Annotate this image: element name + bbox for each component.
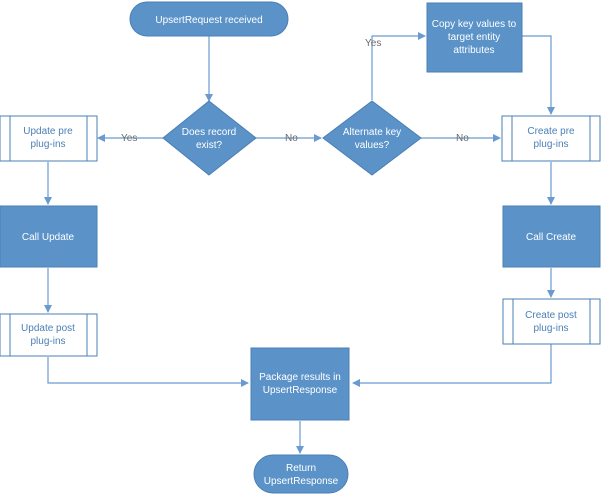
decision-alternate-key-line-1: Alternate key: [343, 127, 401, 138]
edge-copy-to-create-pre: [522, 35, 555, 115]
edge-labels: Yes No No Yes: [121, 38, 469, 144]
update-post-line-1: Update post: [21, 323, 75, 334]
edge-label-no-alternate: No: [285, 133, 298, 144]
end-line-1: Return: [286, 463, 316, 474]
start-node: UpsertRequest received: [129, 1, 289, 37]
copy-key-line-2: target entity: [448, 32, 500, 43]
edge-create-post-to-package: [352, 344, 552, 387]
start-node-label: UpsertRequest received: [155, 15, 262, 26]
decision-record-exists-line-1: Does record: [182, 127, 236, 138]
package-line-2: UpsertResponse: [263, 385, 338, 396]
decision-alternate-key-line-2: values?: [355, 140, 390, 151]
edges: [44, 32, 555, 454]
create-post-line-1: Create post: [525, 310, 577, 321]
call-update-node: Call Update: [0, 205, 98, 268]
update-post-plugins-node: Update post plug-ins: [0, 313, 98, 357]
create-pre-plugins-node: Create pre plug-ins: [501, 115, 601, 162]
call-create-label: Call Create: [526, 232, 576, 243]
decision-record-exists-line-2: exist?: [196, 140, 223, 151]
create-pre-line-1: Create pre: [527, 126, 575, 137]
edge-update-post-to-package: [47, 357, 249, 387]
package-results-node: Package results in UpsertResponse: [250, 347, 350, 421]
call-create-node: Call Create: [502, 205, 601, 268]
copy-key-line-3: attributes: [453, 45, 494, 56]
create-pre-line-2: plug-ins: [533, 139, 568, 150]
copy-key-values-node: Copy key values to target entity attribu…: [426, 2, 523, 73]
end-node: Return UpsertResponse: [253, 454, 349, 494]
edge-label-yes-update: Yes: [121, 133, 137, 144]
decision-record-exists: Does record exist?: [162, 100, 257, 176]
decision-alternate-key: Alternate key values?: [322, 100, 422, 176]
update-pre-line-1: Update pre: [23, 126, 73, 137]
package-line-1: Package results in: [259, 372, 341, 383]
create-post-plugins-node: Create post plug-ins: [502, 298, 601, 345]
update-pre-line-2: plug-ins: [30, 139, 65, 150]
create-post-line-2: plug-ins: [533, 323, 568, 334]
copy-key-line-1: Copy key values to: [432, 19, 517, 30]
edge-label-no-create: No: [456, 133, 469, 144]
update-post-line-2: plug-ins: [30, 336, 65, 347]
edge-alternate-to-copy: [371, 32, 426, 100]
update-pre-plugins-node: Update pre plug-ins: [0, 115, 98, 162]
end-line-2: UpsertResponse: [264, 476, 339, 487]
call-update-label: Call Update: [22, 232, 75, 243]
edge-label-yes-copy: Yes: [365, 38, 381, 49]
